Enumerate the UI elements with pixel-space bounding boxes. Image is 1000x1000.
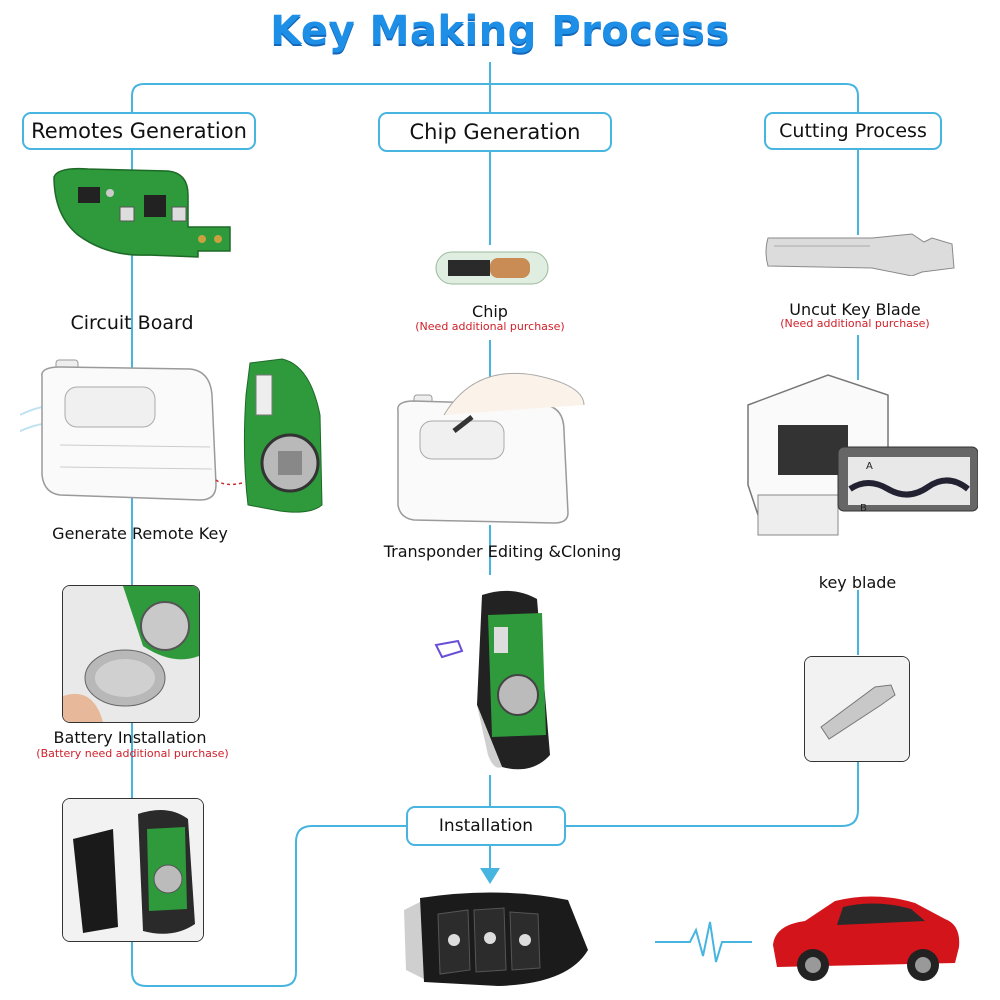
flip-key-open-photo bbox=[62, 798, 204, 942]
generate-remote-key-label: Generate Remote Key bbox=[52, 524, 228, 543]
chip-generation-header: Chip Generation bbox=[378, 112, 612, 152]
page-title: Key Making Process bbox=[270, 8, 730, 54]
uncut-key-blade-image bbox=[765, 233, 955, 276]
transponder-programmer-image bbox=[397, 372, 585, 524]
remote-generator-device-image bbox=[20, 358, 323, 513]
chip-generation-label: Chip Generation bbox=[409, 120, 581, 144]
pulse-line bbox=[655, 921, 752, 963]
graph-label-a: A bbox=[866, 461, 873, 472]
cutting-process-header: Cutting Process bbox=[764, 112, 942, 150]
uncut-key-blade-label: Uncut Key Blade bbox=[789, 300, 921, 319]
key-blade-label: key blade bbox=[818, 573, 897, 592]
remotes-generation-header: Remotes Generation bbox=[22, 112, 256, 150]
circuit-board-image bbox=[53, 167, 231, 258]
remote-key-with-chip-image bbox=[434, 590, 550, 770]
remotes-generation-label: Remotes Generation bbox=[31, 119, 247, 143]
battery-installation-photo bbox=[62, 585, 200, 723]
battery-installation-label: Battery Installation bbox=[53, 728, 207, 747]
transponder-editing-label: Transponder Editing &Cloning bbox=[383, 542, 622, 561]
graph-label-b: B bbox=[860, 503, 867, 514]
cut-key-blade-photo bbox=[804, 656, 910, 762]
uncut-blade-note: (Need additional purchase) bbox=[780, 317, 930, 330]
installation-label: Installation bbox=[438, 816, 534, 836]
chip-label: Chip bbox=[472, 302, 508, 321]
battery-note: (Battery need additional purchase) bbox=[36, 747, 229, 760]
installation-box: Installation bbox=[406, 806, 566, 846]
key-cutting-machine-image: A B bbox=[747, 374, 978, 536]
finished-flip-key-image bbox=[404, 892, 588, 986]
chip-note: (Need additional purchase) bbox=[415, 320, 565, 333]
red-car-image bbox=[773, 896, 960, 981]
cutting-process-label: Cutting Process bbox=[779, 120, 927, 142]
circuit-board-label: Circuit Board bbox=[70, 312, 194, 334]
chip-image bbox=[435, 251, 549, 285]
